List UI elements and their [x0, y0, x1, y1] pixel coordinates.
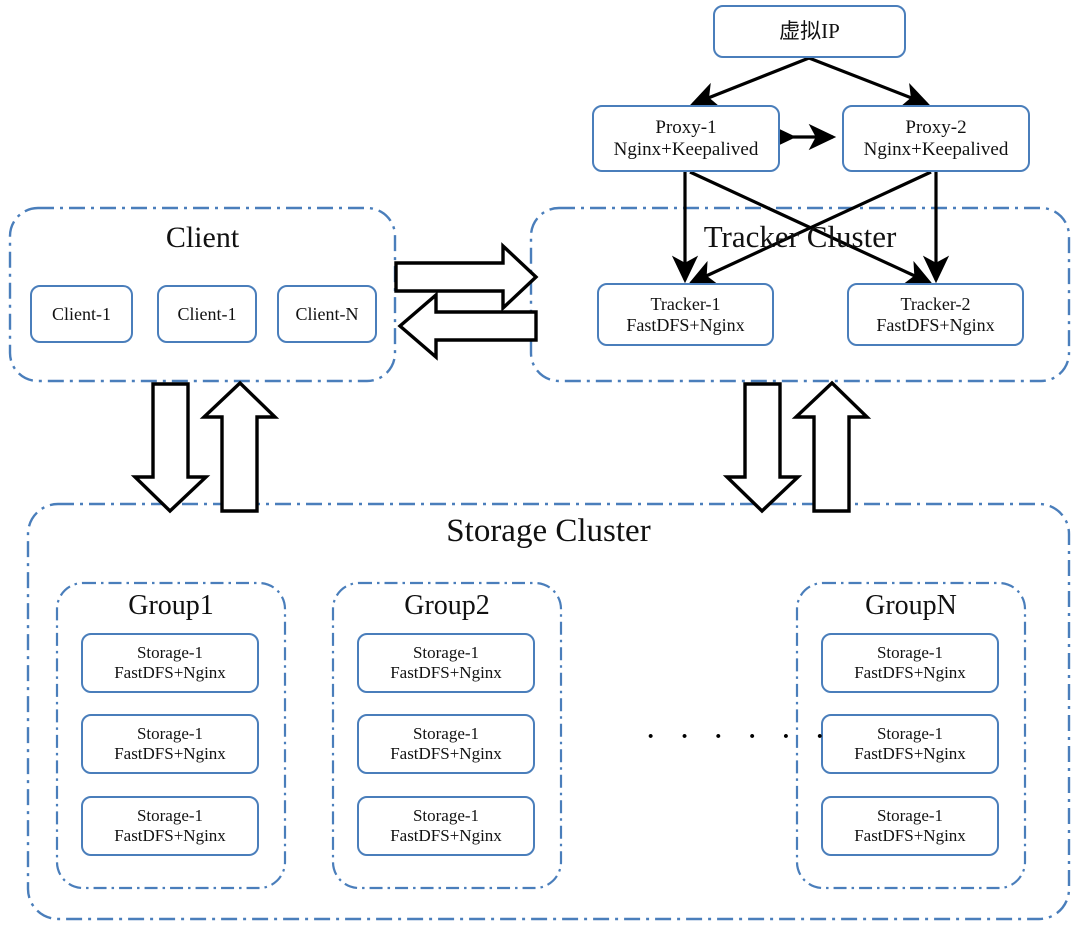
group-frame-2 — [331, 581, 563, 890]
group-n-storage-node-1-name: Storage-1 — [876, 643, 944, 663]
group-2-storage-node-1-stack: FastDFS+Nginx — [390, 663, 502, 682]
node-tracker-1[interactable]: Tracker-1 FastDFS+Nginx — [597, 283, 774, 346]
block-arrow-tracker-to-client — [397, 291, 538, 361]
client-cluster-title: Client — [165, 221, 240, 254]
node-proxy-1-stack: Nginx+Keepalived — [613, 138, 759, 160]
storage-cluster-title: Storage Cluster — [446, 513, 651, 549]
group-1-storage-node-1-name: Storage-1 — [136, 643, 204, 663]
group-2-storage-node-3-name: Storage-1 — [412, 806, 480, 826]
client-node-1[interactable]: Client-1 — [30, 285, 133, 343]
node-proxy-2-stack: Nginx+Keepalived — [863, 138, 1009, 160]
group-1-title: Group1 — [128, 590, 214, 621]
client-node-2-label: Client-1 — [177, 303, 237, 324]
group-n-storage-node-3-name: Storage-1 — [876, 806, 944, 826]
storage-cluster-frame — [26, 502, 1071, 921]
group-1-storage-node-2-stack: FastDFS+Nginx — [114, 744, 226, 763]
node-proxy-2[interactable]: Proxy-2 Nginx+Keepalived — [842, 105, 1030, 172]
connector-vip-proxy2 — [808, 56, 930, 108]
group-n-storage-node-2[interactable]: Storage-1 FastDFS+Nginx — [821, 714, 999, 774]
connector-vip-proxy1 — [690, 56, 810, 108]
group-1-storage-node-1-stack: FastDFS+Nginx — [114, 663, 226, 682]
group-n-storage-node-1[interactable]: Storage-1 FastDFS+Nginx — [821, 633, 999, 693]
node-tracker-1-name: Tracker-1 — [650, 293, 721, 314]
group-2-storage-node-3[interactable]: Storage-1 FastDFS+Nginx — [357, 796, 535, 856]
node-virtual-ip[interactable]: 虚拟IP — [713, 5, 906, 58]
group-n-storage-node-1-stack: FastDFS+Nginx — [854, 663, 966, 682]
node-proxy-1[interactable]: Proxy-1 Nginx+Keepalived — [592, 105, 780, 172]
block-arrow-storage-to-client — [199, 380, 280, 513]
node-tracker-2-stack: FastDFS+Nginx — [876, 314, 995, 335]
group-2-storage-node-1-name: Storage-1 — [412, 643, 480, 663]
client-node-3[interactable]: Client-N — [277, 285, 377, 343]
client-node-3-label: Client-N — [295, 303, 359, 324]
node-tracker-1-stack: FastDFS+Nginx — [626, 314, 745, 335]
group-1-storage-node-3[interactable]: Storage-1 FastDFS+Nginx — [81, 796, 259, 856]
group-2-title: Group2 — [404, 590, 490, 621]
group-n-storage-node-2-stack: FastDFS+Nginx — [854, 744, 966, 763]
group-1-storage-node-2-name: Storage-1 — [136, 724, 204, 744]
group-n-storage-node-3[interactable]: Storage-1 FastDFS+Nginx — [821, 796, 999, 856]
node-proxy-2-name: Proxy-2 — [905, 116, 967, 138]
node-proxy-1-name: Proxy-1 — [655, 116, 717, 138]
group-1-storage-node-3-name: Storage-1 — [136, 806, 204, 826]
group-frame-1 — [55, 581, 287, 890]
group-n-storage-node-3-stack: FastDFS+Nginx — [854, 826, 966, 845]
tracker-cluster-frame — [529, 206, 1071, 383]
block-arrow-client-to-storage — [130, 382, 211, 514]
group-2-storage-node-1[interactable]: Storage-1 FastDFS+Nginx — [357, 633, 535, 693]
group-1-storage-node-1[interactable]: Storage-1 FastDFS+Nginx — [81, 633, 259, 693]
block-arrow-tracker-to-storage — [722, 382, 803, 514]
group-n-title: GroupN — [865, 590, 957, 621]
node-tracker-2[interactable]: Tracker-2 FastDFS+Nginx — [847, 283, 1024, 346]
tracker-cluster-title: Tracker Cluster — [703, 219, 897, 254]
node-tracker-2-name: Tracker-2 — [900, 293, 971, 314]
connector-proxy2-tracker1 — [688, 170, 932, 285]
group-2-storage-node-2-stack: FastDFS+Nginx — [390, 744, 502, 763]
client-node-1-label: Client-1 — [52, 303, 111, 324]
group-2-storage-node-2[interactable]: Storage-1 FastDFS+Nginx — [357, 714, 535, 774]
block-arrow-client-to-tracker — [394, 242, 539, 312]
group-n-storage-node-2-name: Storage-1 — [876, 724, 944, 744]
group-1-storage-node-3-stack: FastDFS+Nginx — [114, 826, 226, 845]
client-cluster-frame — [8, 206, 397, 383]
group-2-storage-node-2-name: Storage-1 — [412, 724, 480, 744]
node-virtual-ip-label: 虚拟IP — [779, 19, 840, 44]
block-arrow-storage-to-tracker — [791, 380, 872, 513]
group-2-storage-node-3-stack: FastDFS+Nginx — [390, 826, 502, 845]
group-frame-3 — [795, 581, 1027, 890]
client-node-2[interactable]: Client-1 — [157, 285, 257, 343]
group-1-storage-node-2[interactable]: Storage-1 FastDFS+Nginx — [81, 714, 259, 774]
groups-ellipsis: · · · · · · — [645, 718, 833, 755]
